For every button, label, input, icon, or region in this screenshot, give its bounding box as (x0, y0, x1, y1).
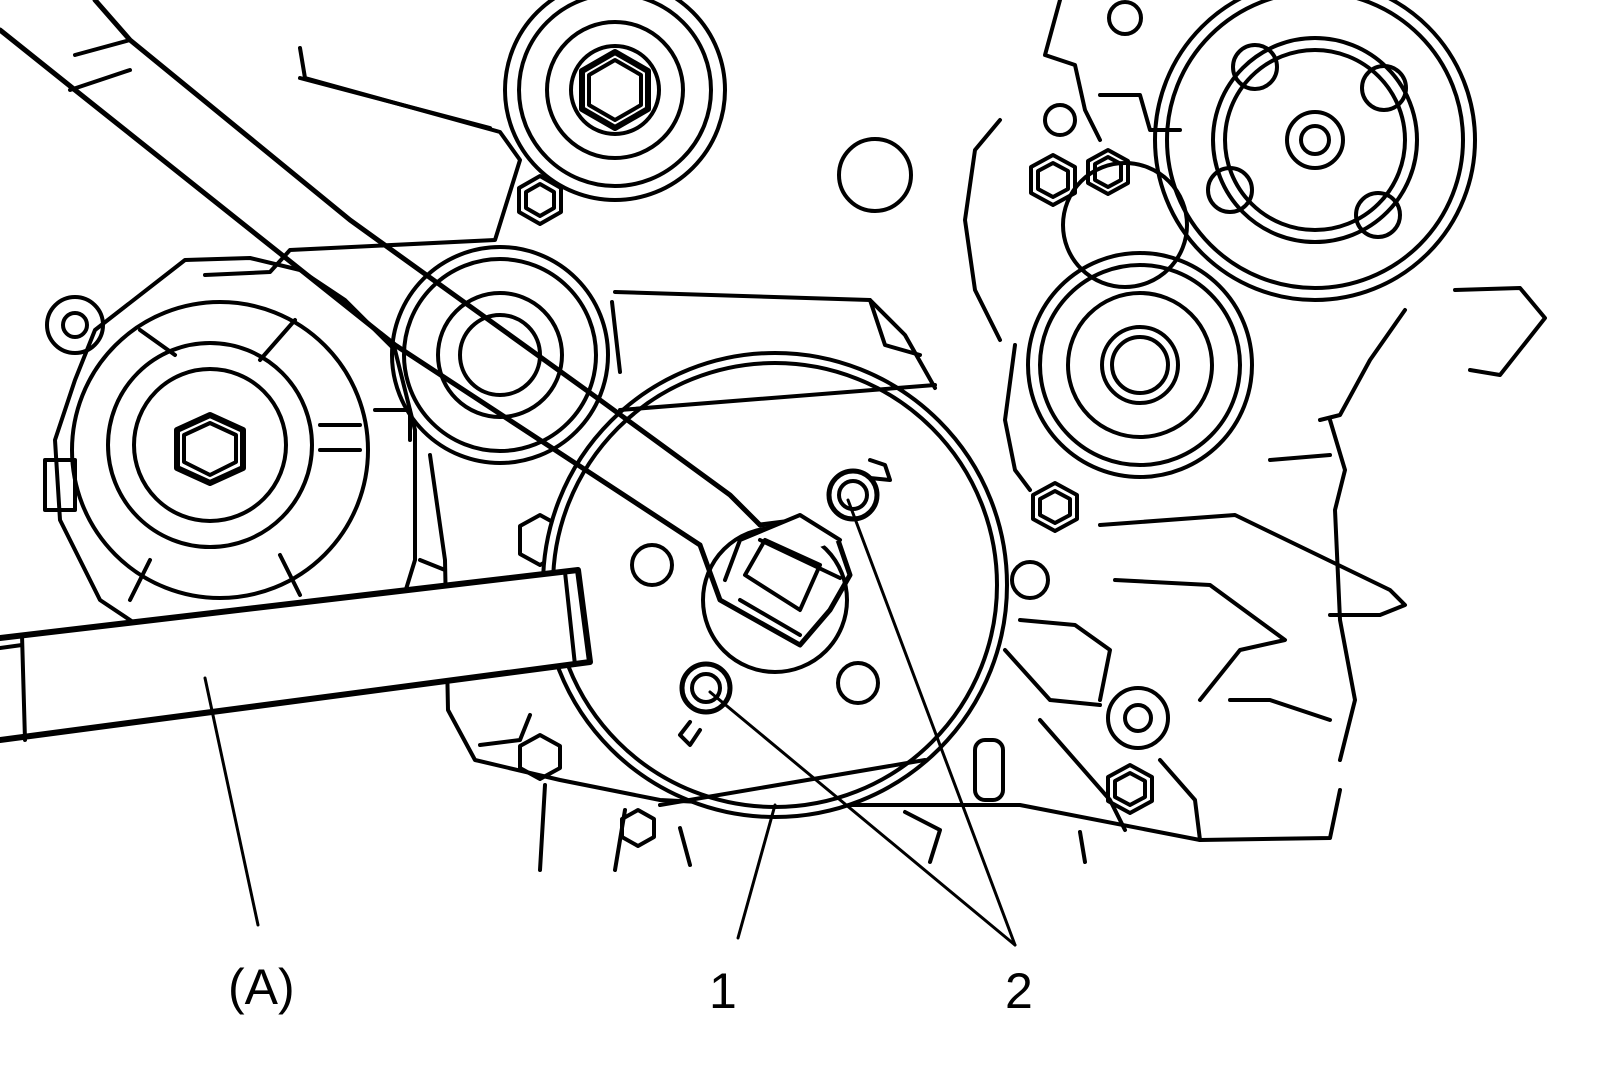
cover-plug (837, 137, 913, 213)
pulley-top-right (1153, 0, 1547, 377)
tensioner-pulley-right (1026, 161, 1254, 479)
callout-label-a: (A) (228, 959, 295, 1015)
pulley-bolts (678, 458, 892, 747)
idler-pulley-top (503, 0, 727, 202)
leader-1 (736, 803, 777, 940)
leader-lines (203, 498, 1017, 947)
wrench (0, 0, 853, 648)
small-bolts (517, 0, 1170, 848)
callout-label-1: 1 (709, 963, 737, 1019)
callout-label-2: 2 (1005, 963, 1033, 1019)
leader-a (203, 676, 260, 927)
idler-pulley-middle (390, 245, 610, 465)
engine-housing (203, 0, 1407, 872)
pulley-holder-bar[interactable] (0, 567, 593, 743)
leader-2a (846, 498, 1017, 947)
leader-2b (708, 690, 1017, 947)
